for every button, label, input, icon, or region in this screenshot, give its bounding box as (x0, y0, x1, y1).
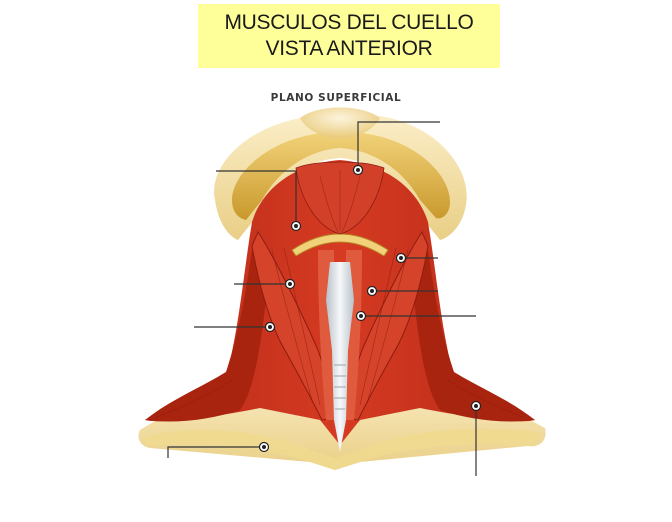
title-line-2: VISTA ANTERIOR (265, 37, 433, 60)
label-leader-lines (167, 121, 477, 476)
title-line-1: MUSCULOS DEL CUELLO (224, 11, 474, 34)
leader-line-2 (216, 170, 297, 226)
hyoid-bone (291, 233, 389, 257)
pin-marker (284, 278, 296, 290)
leader-line-5 (167, 446, 264, 458)
figure-subtitle: PLANO SUPERFICIAL (270, 92, 402, 104)
trachea-rings (334, 364, 346, 410)
label-pins (258, 164, 482, 453)
pin-marker (290, 220, 302, 232)
pin-marker (366, 285, 378, 297)
pin-marker (264, 321, 276, 333)
title-box: MUSCULOS DEL CUELLO VISTA ANTERIOR (198, 4, 500, 68)
mandible-bone (232, 131, 450, 220)
muscle-fibers (154, 170, 526, 419)
mandible-skin (214, 113, 467, 240)
sternocleidomastoid-right (345, 230, 429, 421)
pin-marker (258, 441, 270, 453)
sternocleidomastoid-left (251, 230, 335, 421)
trapezius-right (414, 250, 535, 422)
trachea (326, 262, 354, 452)
pin-marker (395, 252, 407, 264)
clavicle-band (144, 428, 540, 470)
chin-skin (300, 107, 380, 138)
pin-marker (470, 400, 482, 412)
pin-marker (352, 164, 364, 176)
pin-marker (355, 310, 367, 322)
trapezius-left (145, 250, 266, 422)
leader-line-1 (357, 121, 440, 170)
